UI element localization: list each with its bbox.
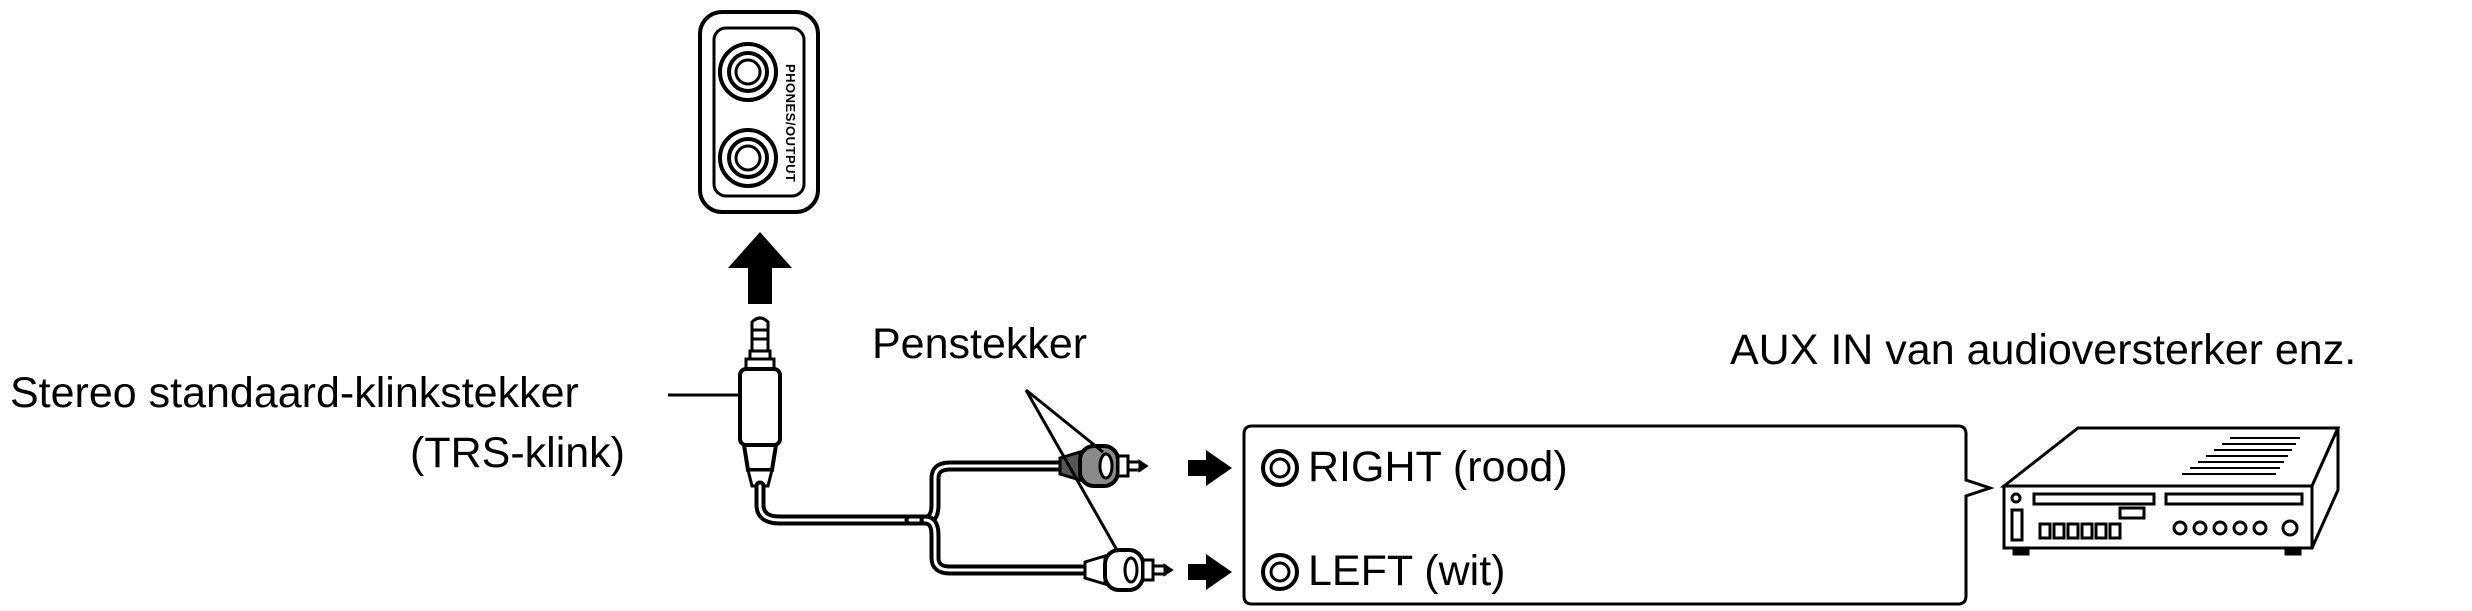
aux-in-callout-box <box>1242 424 1995 606</box>
aux-in-label: AUX IN van audioversterker enz. <box>1730 326 2357 374</box>
trs-plug-label-line2: (TRS-klink) <box>410 429 625 477</box>
phones-output-panel-label: PHONES/OUTPUT <box>783 64 798 183</box>
amplifier-icon <box>1999 426 2341 556</box>
input-jack-right-icon <box>1261 449 1299 487</box>
phones-jack-upper-icon <box>718 42 778 102</box>
trs-plug-icon <box>738 316 782 488</box>
rca-plug-left-icon <box>1083 548 1174 592</box>
input-jack-left-icon <box>1261 553 1299 591</box>
phones-output-panel <box>698 10 820 214</box>
arrow-up-icon <box>728 232 792 304</box>
rca-plug-right-icon <box>1058 444 1149 488</box>
trs-plug-label-line1: Stereo standaard-klinkstekker <box>10 369 579 417</box>
input-left-label: LEFT (wit) <box>1308 547 1506 595</box>
input-right-label: RIGHT (rood) <box>1308 443 1568 491</box>
arrow-right-icon <box>1188 554 1232 590</box>
penstekker-pointer-lines <box>1024 388 1120 553</box>
phones-jack-lower-icon <box>718 128 778 188</box>
audio-cable <box>754 460 1091 576</box>
rca-plugs-label: Penstekker <box>872 320 1088 368</box>
arrow-right-icon <box>1188 450 1232 486</box>
